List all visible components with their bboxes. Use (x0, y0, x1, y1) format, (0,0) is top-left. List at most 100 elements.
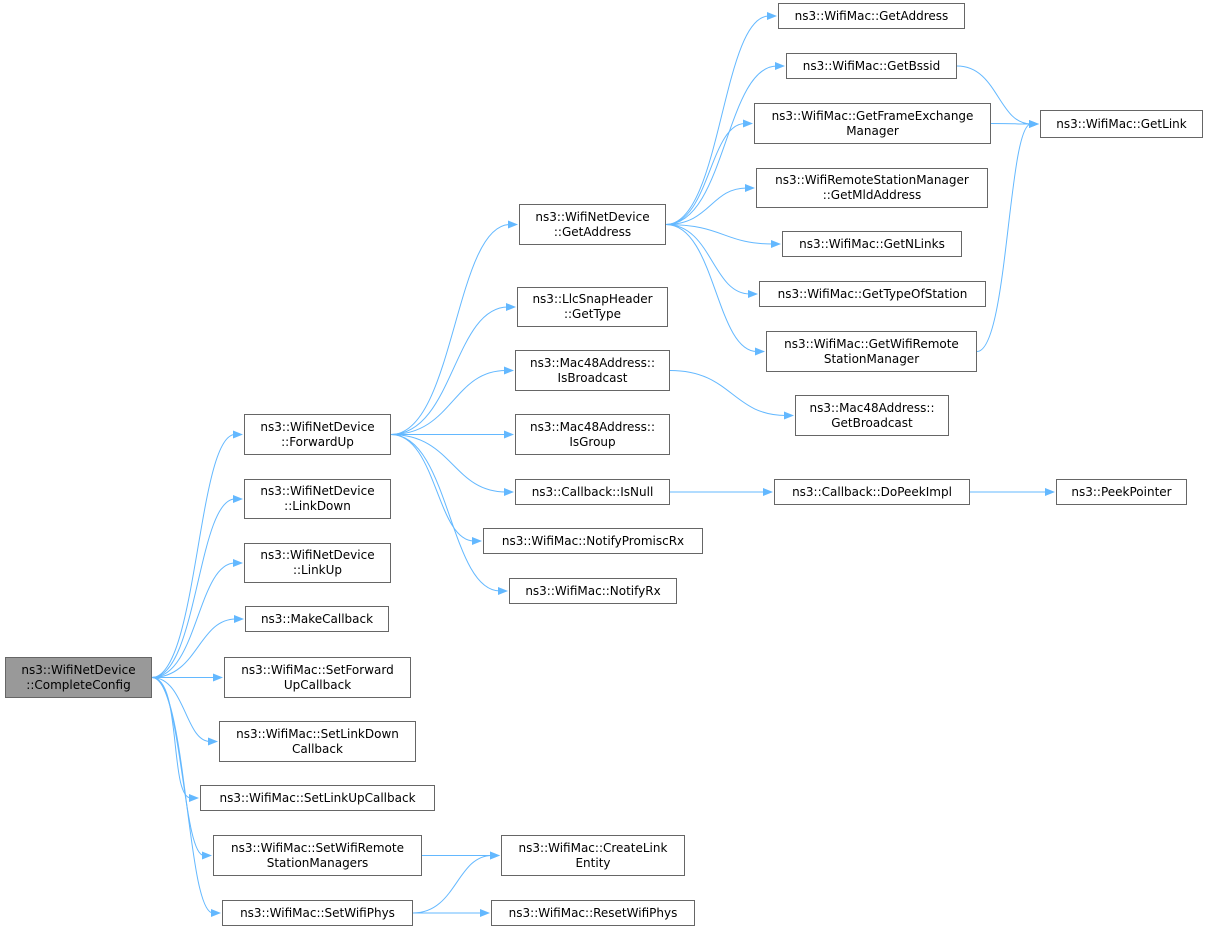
node-forward-up[interactable]: ns3::WifiNetDevice ::ForwardUp (244, 414, 391, 455)
node-line: ns3::Callback::IsNull (531, 484, 654, 499)
node-get-mld-address[interactable]: ns3::WifiRemoteStationManager ::GetMldAd… (756, 168, 988, 208)
node-line: ns3::WifiMac::SetWifiRemote (231, 840, 404, 855)
node-reset-wifi-phys[interactable]: ns3::WifiMac::ResetWifiPhys (491, 900, 695, 926)
node-make-callback[interactable]: ns3::MakeCallback (245, 606, 389, 632)
node-get-link[interactable]: ns3::WifiMac::GetLink (1040, 110, 1203, 138)
node-line: ns3::WifiMac::SetWifiPhys (240, 905, 395, 920)
edge-netdevice_get_address-to-get_mld_address (665, 187, 748, 225)
node-line: ns3::WifiMac::GetNLinks (799, 236, 945, 251)
edge-arrowhead (775, 62, 785, 70)
node-line: ns3::WifiMac::GetTypeOfStation (777, 286, 968, 301)
edge-arrowhead (208, 737, 218, 746)
edge-arrowhead (480, 909, 490, 917)
node-line: ns3::WifiMac::GetAddress (794, 8, 949, 23)
edge-arrowhead (755, 347, 765, 356)
edge-arrowhead (504, 430, 514, 439)
node-link-down[interactable]: ns3::WifiNetDevice ::LinkDown (244, 479, 391, 519)
node-line: ns3::WifiNetDevice (260, 419, 375, 434)
node-line: ns3::Callback::DoPeekImpl (792, 484, 952, 499)
edge-netdevice_get_address-to-get_type_of_station (665, 224, 751, 295)
node-line: ns3::WifiMac::ResetWifiPhys (508, 905, 678, 920)
edge-arrowhead (743, 119, 753, 128)
node-line: ns3::Mac48Address:: (809, 400, 935, 415)
node-get-broadcast[interactable]: ns3::Mac48Address:: GetBroadcast (795, 395, 949, 436)
edge-arrowhead (213, 673, 223, 682)
node-line: IsGroup (569, 434, 616, 449)
edge-arrowhead (784, 411, 794, 420)
node-set-wifi-phys[interactable]: ns3::WifiMac::SetWifiPhys (222, 900, 413, 926)
edge-arrowhead (508, 220, 518, 229)
edge-get_frame_exchange_manager-to-get_link (990, 123, 1032, 125)
node-mac-get-address[interactable]: ns3::WifiMac::GetAddress (778, 3, 965, 29)
node-line: ::GetAddress (553, 224, 632, 239)
node-notify-rx[interactable]: ns3::WifiMac::NotifyRx (509, 578, 677, 604)
node-line: GetBroadcast (831, 415, 913, 430)
edge-arrowhead (490, 851, 500, 860)
node-line: ns3::WifiMac::NotifyPromiscRx (501, 533, 685, 548)
edge-arrowhead (1045, 488, 1055, 496)
edge-arrowhead (233, 495, 243, 503)
node-line: UpCallback (283, 677, 352, 692)
node-llc-get-type[interactable]: ns3::LlcSnapHeader ::GetType (517, 287, 668, 327)
edge-set_wifi_phys-to-create_link_entity (412, 855, 493, 914)
node-is-broadcast[interactable]: ns3::Mac48Address:: IsBroadcast (515, 350, 670, 391)
node-line: ::LinkUp (292, 563, 343, 577)
edge-forward_up-to-callback_is_null (390, 434, 507, 493)
node-line: ns3::WifiMac::GetBssid (802, 58, 941, 73)
node-set-forward-up-callback[interactable]: ns3::WifiMac::SetForward UpCallback (224, 657, 411, 698)
node-get-wifi-remote-station-manager[interactable]: ns3::WifiMac::GetWifiRemote StationManag… (766, 331, 977, 372)
node-line: Entity (575, 855, 611, 870)
node-get-frame-exchange-manager[interactable]: ns3::WifiMac::GetFrameExchange Manager (754, 103, 991, 144)
node-line: ns3::Mac48Address:: (529, 419, 656, 434)
node-netdevice-get-address[interactable]: ns3::WifiNetDevice ::GetAddress (519, 204, 666, 245)
edge-complete_config-to-set_wifi_phys (151, 677, 214, 914)
node-do-peek-impl[interactable]: ns3::Callback::DoPeekImpl (774, 479, 970, 505)
edge-complete_config-to-set_link_down_callback (151, 677, 211, 742)
edge-forward_up-to-llc_get_type (390, 306, 509, 435)
node-create-link-entity[interactable]: ns3::WifiMac::CreateLink Entity (501, 835, 685, 876)
node-line: ns3::WifiMac::GetFrameExchange (771, 108, 974, 123)
node-line: IsBroadcast (557, 370, 628, 385)
node-peek-pointer[interactable]: ns3::PeekPointer (1056, 479, 1187, 505)
node-line: ns3::WifiMac::NotifyRx (525, 583, 661, 598)
edge-arrowhead (748, 290, 758, 298)
edge-complete_config-to-set_link_up_callback (151, 677, 192, 799)
node-line: ns3::WifiNetDevice (260, 484, 375, 498)
edge-arrowhead (211, 909, 221, 917)
node-line: ns3::WifiMac::CreateLink (518, 840, 668, 855)
edge-is_broadcast-to-get_broadcast (669, 370, 787, 416)
node-set-link-up-callback[interactable]: ns3::WifiMac::SetLinkUpCallback (200, 785, 435, 811)
node-notify-promisc-rx[interactable]: ns3::WifiMac::NotifyPromiscRx (483, 528, 703, 554)
edge-arrowhead (767, 12, 777, 20)
edge-arrowhead (504, 366, 514, 375)
node-set-link-down-callback[interactable]: ns3::WifiMac::SetLinkDown Callback (219, 721, 416, 762)
node-is-group[interactable]: ns3::Mac48Address:: IsGroup (515, 414, 670, 455)
node-set-wifi-remote-station-managers[interactable]: ns3::WifiMac::SetWifiRemote StationManag… (213, 835, 422, 876)
node-line: ::CompleteConfig (26, 677, 131, 692)
edge-arrowhead (233, 430, 243, 439)
node-get-bssid[interactable]: ns3::WifiMac::GetBssid (786, 53, 957, 79)
node-line: ns3::WifiMac::SetLinkUpCallback (219, 790, 416, 805)
node-line: ::GetMldAddress (822, 188, 922, 202)
node-line: ns3::WifiRemoteStationManager (775, 173, 969, 187)
edge-forward_up-to-notify_promisc_rx (390, 434, 475, 542)
edge-arrowhead (233, 559, 243, 567)
node-line: ns3::Mac48Address:: (529, 355, 656, 370)
edge-netdevice_get_address-to-get_wifi_remote_station_manager (665, 224, 758, 352)
node-callback-is-null[interactable]: ns3::Callback::IsNull (515, 479, 670, 505)
node-link-up[interactable]: ns3::WifiNetDevice ::LinkUp (244, 543, 391, 583)
node-get-n-links[interactable]: ns3::WifiMac::GetNLinks (782, 231, 962, 257)
edge-forward_up-to-is_broadcast (390, 370, 507, 435)
edge-arrowhead (771, 240, 781, 248)
edge-netdevice_get_address-to-get_n_links (665, 224, 774, 245)
edge-arrowhead (745, 184, 755, 192)
edge-arrowhead (498, 587, 508, 595)
edge-arrowhead (202, 851, 212, 860)
node-get-type-of-station[interactable]: ns3::WifiMac::GetTypeOfStation (759, 281, 986, 307)
edge-arrowhead (234, 615, 244, 623)
edge-arrowhead (763, 488, 773, 496)
edge-arrowhead (1029, 120, 1039, 128)
edge-netdevice_get_address-to-mac_get_address (665, 15, 770, 225)
